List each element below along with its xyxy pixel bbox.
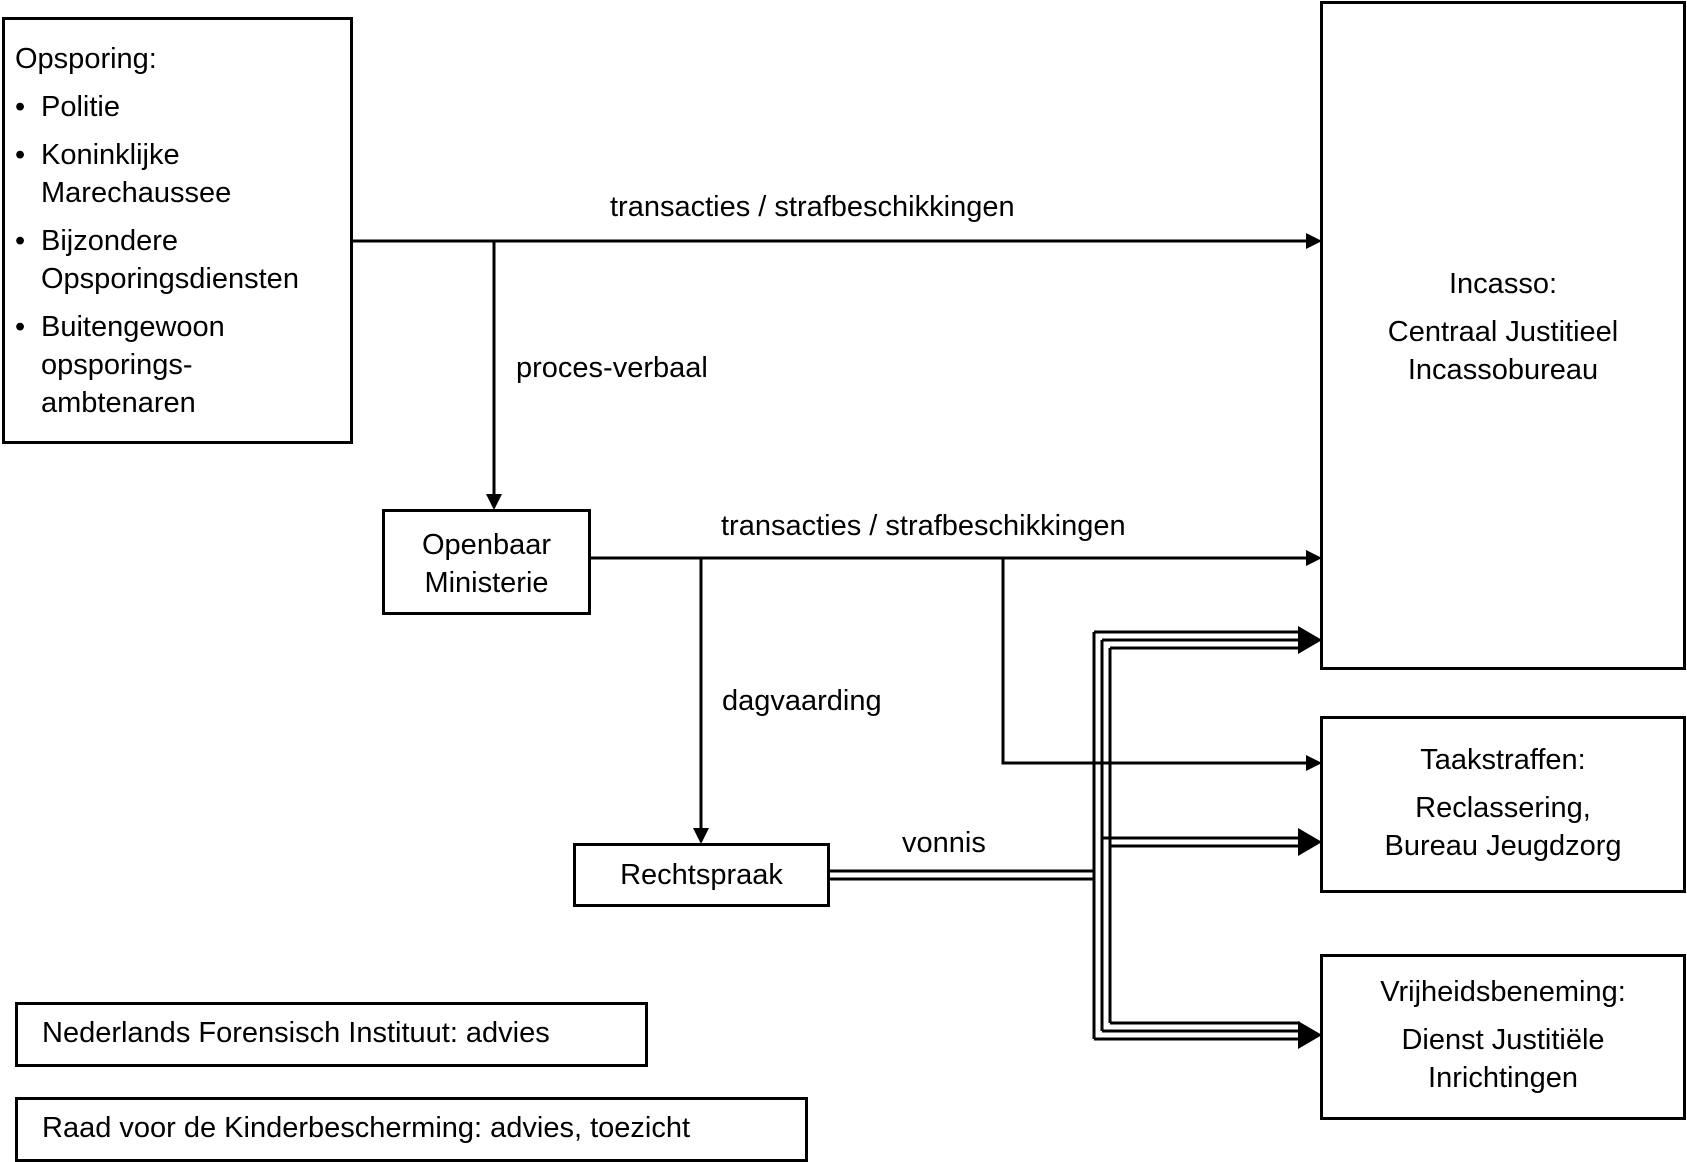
list-item: • Bijzondere Opsporingsdiensten [15, 222, 342, 298]
opsporing-title: Opsporing: [15, 43, 157, 75]
arrowhead-om [486, 494, 502, 510]
arrowhead-incasso-top [1306, 233, 1322, 249]
edge-label-transacties-top: transacties / strafbeschikkingen [610, 191, 1015, 223]
incasso-title: Incasso: [1449, 268, 1557, 300]
vrijheidsbeneming-box: Vrijheidsbeneming: Dienst Justitiële Inr… [1320, 954, 1686, 1120]
arrowhead-incasso-mid [1306, 550, 1322, 566]
bullet-icon: • [15, 91, 26, 123]
nfi-box: Nederlands Forensisch Instituut: advies [15, 1002, 648, 1067]
arrowhead-vonnis-taakstraffen [1298, 828, 1322, 856]
edge-label-vonnis: vonnis [902, 827, 986, 859]
edge-label-transacties-mid: transacties / strafbeschikkingen [721, 510, 1126, 542]
opsporing-list: • Politie • Koninklijke Marechaussee • B… [15, 88, 342, 422]
raad-box: Raad voor de Kinderbescherming: advies, … [15, 1097, 808, 1162]
edge-label-proces-verbaal: proces-verbaal [516, 352, 708, 384]
arrow-om-to-taakstraffen [1001, 558, 1310, 765]
openbaar-ministerie-box: Openbaar Ministerie [382, 509, 591, 615]
taakstraffen-title: Taakstraffen: [1420, 744, 1586, 776]
taakstraffen-box: Taakstraffen: Reclassering, Bureau Jeugd… [1320, 716, 1686, 893]
vrijheidsbeneming-title: Vrijheidsbeneming: [1380, 976, 1626, 1008]
arrowhead-vonnis-incasso [1298, 626, 1322, 654]
arrowhead-vonnis-vrijheidsbeneming [1298, 1021, 1322, 1049]
list-item: • Koninklijke Marechaussee [15, 136, 342, 212]
rechtspraak-box: Rechtspraak [573, 843, 830, 907]
bullet-icon: • [15, 139, 26, 171]
arrowhead-taakstraffen-thin [1306, 755, 1322, 771]
bullet-icon: • [15, 311, 26, 343]
list-item: • Buitengewoon opsporings- ambtenaren [15, 308, 342, 422]
arrowhead-rechtspraak [693, 828, 709, 844]
list-item: • Politie [15, 88, 342, 126]
opsporing-box: Opsporing: • Politie • Koninklijke Marec… [2, 17, 353, 444]
edge-label-dagvaarding: dagvaarding [722, 685, 882, 717]
incasso-box: Incasso: Centraal Justitieel Incassobure… [1320, 1, 1686, 670]
bullet-icon: • [15, 225, 26, 257]
